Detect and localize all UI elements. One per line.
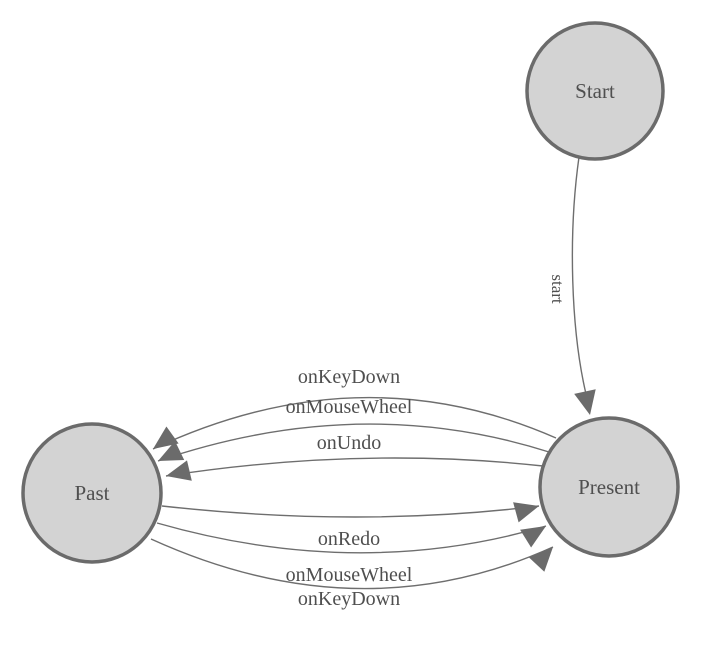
edge-present-to-past-onundo: onUndo bbox=[165, 432, 544, 481]
edge-label-onredo: onRedo bbox=[318, 528, 380, 550]
arrowhead-icon bbox=[520, 526, 546, 548]
edge-label-onundo: onUndo bbox=[317, 432, 381, 454]
edge-past-to-present-onkeydown: onKeyDown bbox=[150, 538, 554, 610]
arrowhead-icon bbox=[153, 426, 179, 449]
edge-past-to-present-onmousewheel: onMouseWheel bbox=[156, 522, 547, 586]
node-label-past: Past bbox=[74, 481, 109, 505]
node-circle-start[interactable] bbox=[525, 21, 665, 161]
state-node-past[interactable]: Past bbox=[21, 422, 163, 564]
edge-present-to-past-onkeydown: onKeyDown bbox=[152, 366, 557, 450]
arrowhead-icon bbox=[574, 389, 596, 415]
edge-line bbox=[152, 396, 557, 450]
edge-line bbox=[156, 522, 547, 554]
state-node-present[interactable]: Present bbox=[538, 416, 680, 558]
edge-line bbox=[150, 538, 554, 590]
edge-present-to-past-onmousewheel: onMouseWheel bbox=[157, 396, 550, 462]
edge-past-to-present-onredo: onRedo bbox=[161, 502, 540, 550]
edge-label-start: start bbox=[548, 274, 567, 304]
arrowhead-icon bbox=[158, 441, 185, 461]
edge-line bbox=[157, 423, 550, 462]
arrowhead-icon bbox=[528, 547, 553, 572]
node-label-start: Start bbox=[575, 79, 615, 103]
edge-label-onkeydown-bottom: onKeyDown bbox=[298, 588, 400, 610]
arrowhead-icon bbox=[166, 460, 192, 481]
node-circle-present[interactable] bbox=[538, 416, 680, 558]
edge-line bbox=[161, 505, 540, 518]
edge-label-onmousewheel-top: onMouseWheel bbox=[286, 396, 413, 418]
node-label-present: Present bbox=[578, 475, 640, 499]
edge-label-onkeydown-top: onKeyDown bbox=[298, 366, 400, 388]
edge-line bbox=[165, 457, 544, 477]
arrowhead-icon bbox=[513, 502, 539, 523]
edge-start-to-present: start bbox=[548, 156, 596, 415]
state-node-start[interactable]: Start bbox=[525, 21, 665, 161]
node-circle-past[interactable] bbox=[21, 422, 163, 564]
edge-line bbox=[571, 156, 587, 395]
edge-label-onmousewheel-bottom: onMouseWheel bbox=[286, 564, 413, 586]
